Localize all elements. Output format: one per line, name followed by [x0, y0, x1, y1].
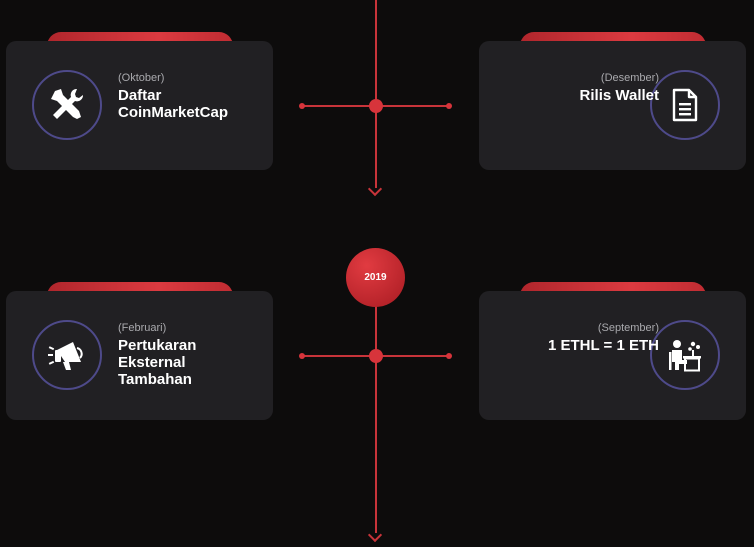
tools-icon — [51, 88, 84, 119]
megaphone-icon — [48, 342, 83, 370]
event-month: (September) — [597, 322, 659, 334]
event-title: Daftar CoinMarketCap — [118, 87, 229, 121]
icon-circle — [32, 70, 102, 140]
event-title: 1 ETHL = 1 ETH — [547, 337, 659, 354]
chevron-down-icon — [367, 181, 383, 197]
event-title: Rilis Wallet — [579, 87, 659, 104]
trader-desk-icon — [669, 340, 701, 372]
timeline-dot — [369, 99, 383, 113]
timeline-card-desember: (Desember) Rilis Wallet — [479, 41, 746, 170]
timeline-line-bottom — [375, 305, 377, 533]
timeline-line-top — [375, 0, 377, 188]
event-month: (Februari) — [118, 322, 167, 334]
timeline-dot — [369, 349, 383, 363]
event-month: (Desember) — [600, 72, 659, 84]
timeline-card-oktober: (Oktober) Daftar CoinMarketCap — [6, 41, 273, 170]
icon-circle — [32, 320, 102, 390]
icon-circle — [650, 70, 720, 140]
timeline-card-september: (September) 1 ETHL = 1 ETH — [479, 291, 746, 420]
event-title: Pertukaran Eksternal Tambahan — [118, 337, 197, 388]
timeline-card-februari: (Februari) Pertukaran Eksternal Tambahan — [6, 291, 273, 420]
event-month: (Oktober) — [118, 72, 165, 84]
timeline-dot-small — [446, 103, 452, 109]
chevron-down-icon — [367, 527, 383, 543]
timeline-dot-small — [446, 353, 452, 359]
icon-circle — [650, 320, 720, 390]
timeline-dot-small — [299, 353, 305, 359]
year-badge: 2019 — [346, 248, 405, 307]
timeline-dot-small — [299, 103, 305, 109]
document-icon — [672, 88, 698, 122]
